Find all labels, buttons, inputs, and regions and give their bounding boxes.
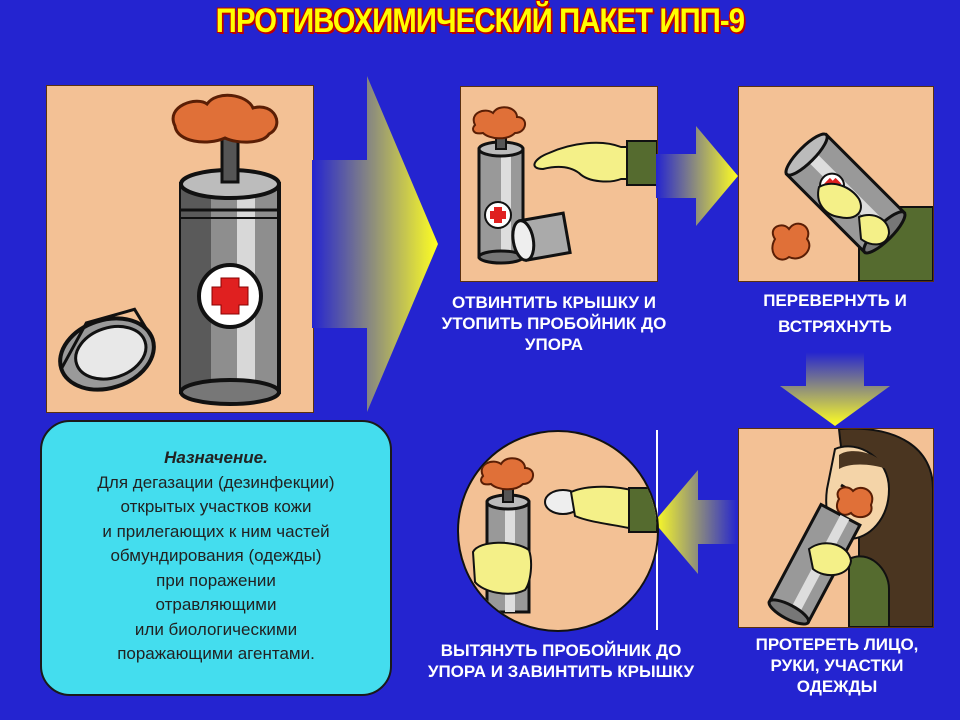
ipp-9-package-icon (58, 93, 281, 406)
step-3-caption: ПРОТЕРЕТЬ ЛИЦО, РУКИ, УЧАСТКИ ОДЕЖДЫ (755, 635, 919, 696)
step-2-illustration (738, 86, 934, 282)
step-4-caption: ВЫТЯНУТЬ ПРОБОЙНИК ДО УПОРА И ЗАВИНТИТЬ … (427, 641, 695, 681)
page-title: ПРОТИВОХИМИЧЕСКИЙ ПАКЕТ ИПП-9 (215, 2, 745, 40)
step-2-caption: ПЕРЕВЕРНУТЬ И ВСТРЯХНУТЬ (763, 291, 907, 336)
purpose-line: при поражении (156, 570, 276, 590)
purpose-line: и прилегающих к ним частей (102, 521, 330, 541)
purpose-line: поражающими агентами. (117, 644, 315, 663)
purpose-line: отравляющими (155, 595, 277, 614)
step-1-caption: ОТВИНТИТЬ КРЫШКУ И УТОПИТЬ ПРОБОЙНИК ДО … (441, 293, 667, 354)
purpose-line: Для дегазации (дезинфекции) (97, 472, 335, 492)
purpose-heading: Назначение. (164, 448, 268, 467)
arrow-right-icon (312, 76, 438, 412)
arrow-right-icon (656, 126, 738, 226)
purpose-line: открытых участков кожи (120, 497, 312, 516)
purpose-line: или биологическими (134, 619, 298, 639)
arrow-down-icon (780, 352, 890, 426)
package-illustration (46, 85, 314, 413)
step-4-illustration (457, 430, 659, 632)
purpose-box: Назначение. Для дегазации (дезинфекции) … (40, 420, 392, 696)
step-3-illustration (738, 428, 934, 628)
step-1-illustration (460, 86, 658, 282)
purpose-line: обмундирования (одежды) (110, 546, 322, 565)
arrow-left-icon (654, 470, 738, 574)
